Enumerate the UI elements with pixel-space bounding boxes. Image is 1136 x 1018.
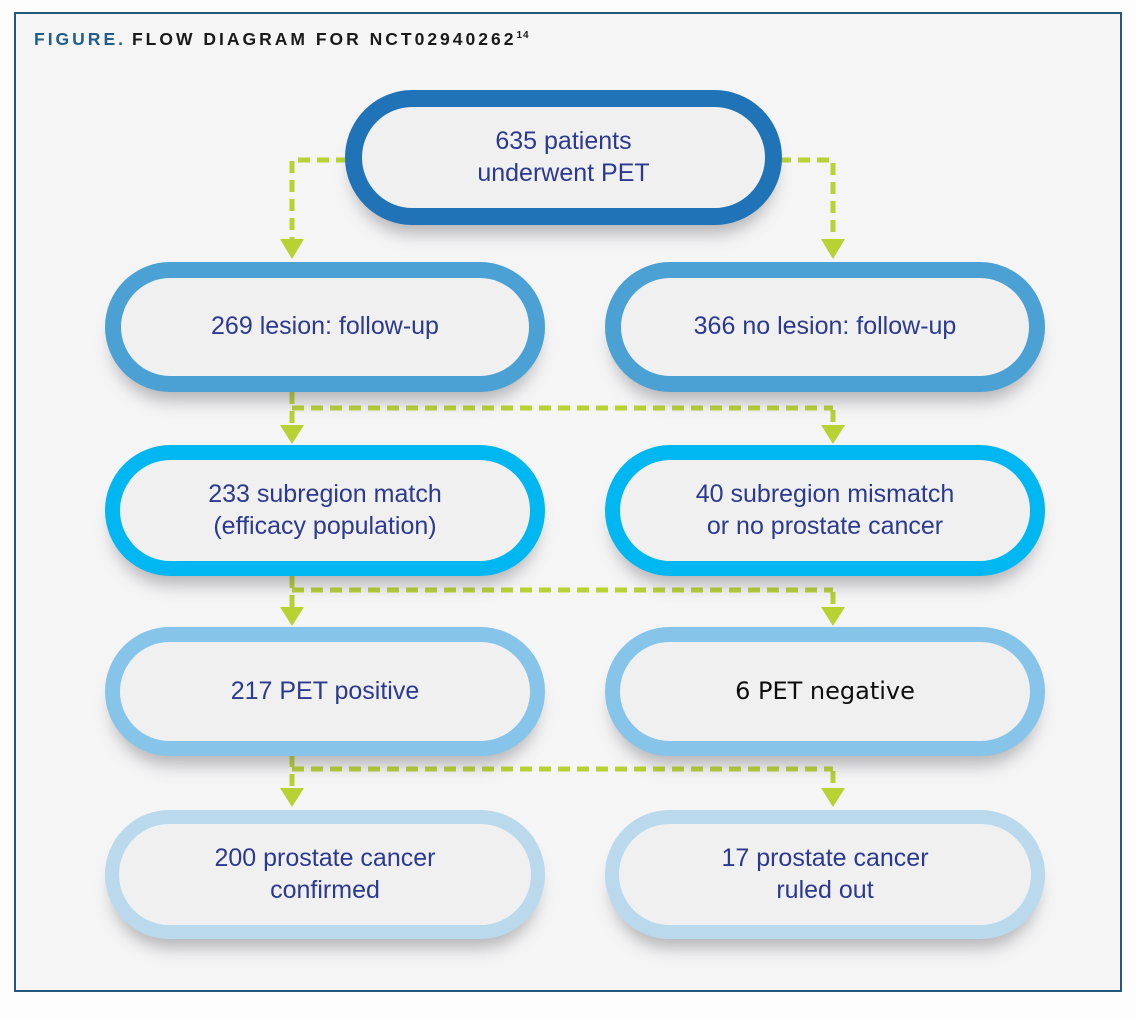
node-patients-underwent-pet: 635 patients underwent PET — [345, 90, 782, 225]
node-lesion-follow-up: 269 lesion: follow-up — [105, 262, 545, 392]
node-no-lesion-follow-up: 366 no lesion: follow-up — [605, 262, 1045, 392]
node-prostate-cancer-confirmed: 200 prostate cancer confirmed — [105, 810, 545, 939]
figure-title: FIGURE.FLOW DIAGRAM FOR NCT0294026214 — [34, 29, 530, 50]
figure-title-text: FLOW DIAGRAM FOR NCT02940262 — [131, 29, 517, 49]
node-subregion-match: 233 subregion match (efficacy population… — [105, 445, 545, 576]
node-pet-negative: 6 PET negative — [605, 627, 1045, 756]
node-subregion-mismatch: 40 subregion mismatch or no prostate can… — [605, 445, 1045, 576]
node-prostate-cancer-ruled-out: 17 prostate cancer ruled out — [605, 810, 1045, 939]
node-pet-positive: 217 PET positive — [105, 627, 545, 756]
figure-label: FIGURE. — [34, 29, 126, 49]
figure-reference-superscript: 14 — [516, 30, 530, 42]
